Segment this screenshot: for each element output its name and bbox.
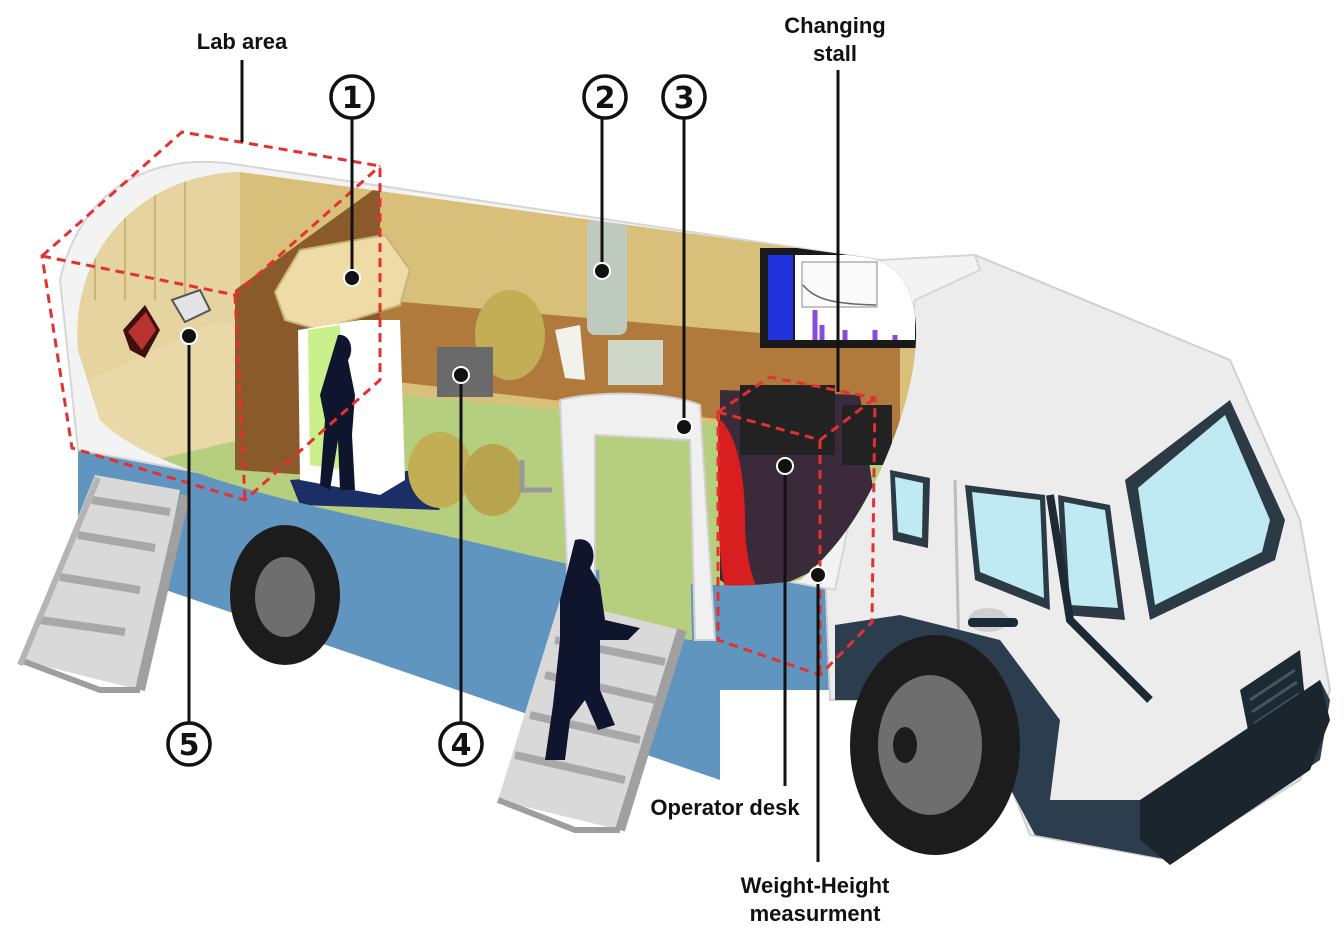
marker-5: 5: [166, 721, 212, 767]
svg-text:4: 4: [451, 728, 472, 763]
leader-dots: [180, 262, 827, 584]
svg-text:3: 3: [674, 81, 695, 116]
changing-stall-label-line2: stall: [813, 41, 857, 66]
rear-wheel: [230, 525, 340, 665]
changing-stall-curtain: [718, 418, 770, 586]
lab-area-label: Lab area: [197, 29, 288, 54]
marker-1: 1: [329, 74, 375, 120]
front-wheel: [850, 635, 1020, 855]
lab-area-box: [40, 130, 382, 502]
leader-lines: [187, 60, 840, 862]
rear-stairs: [17, 475, 190, 693]
changing-stall-label-line1: Changing: [784, 13, 885, 38]
weight-height-label-line1: Weight-Height: [741, 873, 890, 898]
svg-text:5: 5: [179, 728, 200, 763]
marker-2: 2: [582, 74, 628, 120]
front-stairs: [496, 600, 687, 833]
camera: [170, 288, 212, 324]
operator-desk-label: Operator desk: [650, 795, 800, 820]
marker-4: 4: [438, 721, 484, 767]
booth-canopy: [273, 233, 412, 332]
chair: [463, 444, 523, 516]
changing-stall-box: [716, 375, 877, 677]
person-silhouette: [545, 539, 640, 760]
svg-text:2: 2: [595, 81, 616, 116]
marker-3: 3: [661, 74, 707, 120]
svg-text:1: 1: [342, 81, 363, 116]
chair: [408, 432, 472, 508]
person-silhouette: [320, 334, 355, 490]
weight-height-label-line2: measurment: [750, 901, 882, 926]
